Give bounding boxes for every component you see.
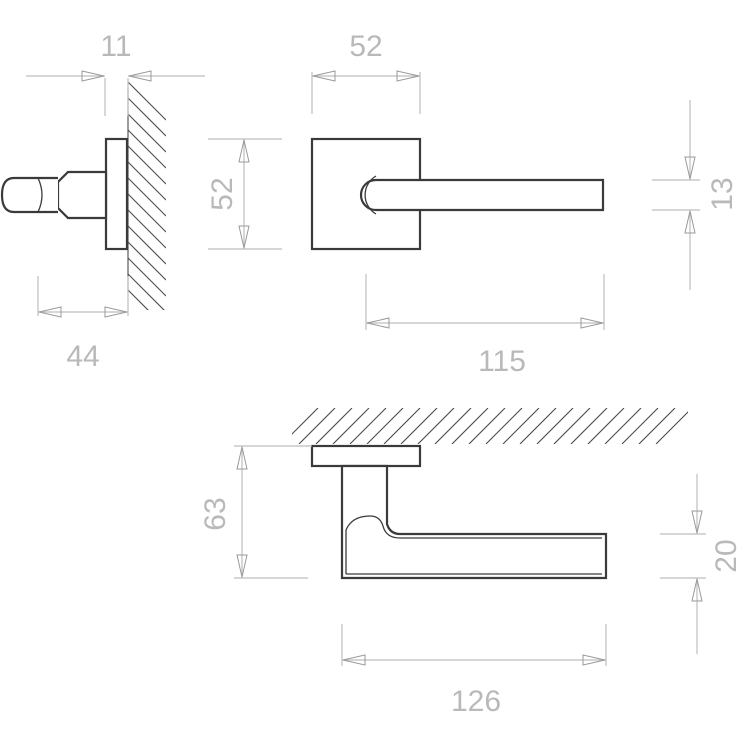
arrow-head <box>236 554 248 578</box>
dim-label-side-length: 126 <box>451 685 501 718</box>
front-view: 52 52 13 115 <box>206 30 739 378</box>
top-view: 63 20 126 <box>199 408 743 718</box>
arrow-head <box>236 446 248 470</box>
side-profile-view: 11 44 <box>0 30 205 373</box>
dim-label-rose-height: 52 <box>206 177 239 210</box>
lever-top <box>340 464 608 580</box>
arrow-head <box>366 317 390 329</box>
dim-label-side-height: 63 <box>199 497 232 530</box>
dim-label-rose-thickness: 11 <box>100 30 131 63</box>
handle-grip-end <box>0 176 58 214</box>
arrow-head <box>580 317 604 329</box>
wall-hatching-side <box>128 82 166 310</box>
lever-grip-contour <box>345 515 602 539</box>
dim-label-projection: 44 <box>66 340 99 373</box>
arrow-head <box>238 139 250 163</box>
lever-front <box>359 178 605 212</box>
dim-label-handle-thickness: 13 <box>706 177 739 210</box>
arrow-head <box>342 654 366 666</box>
rose-plate-top <box>310 444 422 468</box>
arrow-head <box>691 578 703 602</box>
dim-label-rose-width: 52 <box>349 30 382 63</box>
dim-label-side-grip-height: 20 <box>710 539 743 572</box>
arrow-head <box>238 225 250 249</box>
grip-contour-line <box>37 177 43 213</box>
arrow-head <box>691 510 703 534</box>
arrow-head <box>81 70 105 82</box>
arrow-head <box>128 70 152 82</box>
rose-plate-side <box>104 137 129 251</box>
arrow-head <box>104 306 128 318</box>
wall-hatching-top <box>292 408 688 444</box>
handle-neck-side <box>56 170 108 220</box>
dim-label-handle-length: 115 <box>478 345 526 378</box>
arrow-head <box>38 306 62 318</box>
arrow-head <box>312 70 336 82</box>
arrow-head <box>684 156 696 180</box>
lever-hub-front <box>364 175 377 215</box>
arrow-head <box>396 70 420 82</box>
arrow-head <box>582 654 606 666</box>
arrow-head <box>684 210 696 234</box>
